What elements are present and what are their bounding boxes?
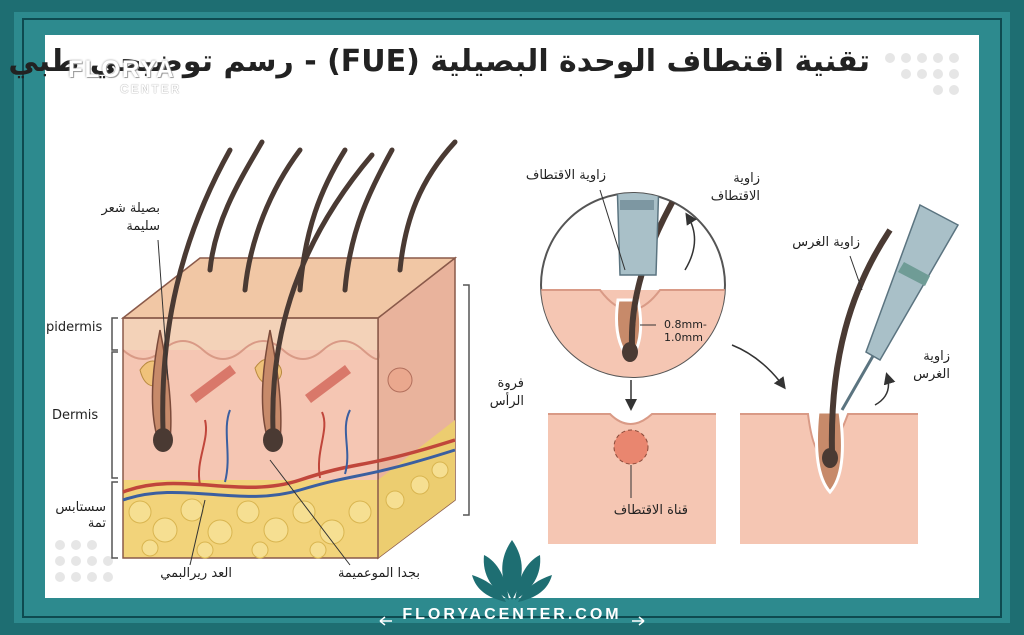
inner-frame-border	[22, 18, 1002, 618]
page-title: تقنية اقتطاف الوحدة البصيلية (FUE) - رسم…	[8, 44, 870, 79]
decorative-dots	[55, 53, 959, 582]
label-extraction-angle-left: زاوية الاقتطاف	[525, 168, 606, 183]
implant-panel	[740, 203, 960, 544]
label-dermis: Dermis	[52, 408, 99, 423]
brand-watermark-sub: CENTER	[120, 82, 182, 96]
label-implant-angle-side: زاوية الغرس	[913, 349, 950, 382]
label-subcutaneous: سستابس تمة	[55, 500, 106, 531]
label-healthy-follicle: بصيلة شعر سليمة	[101, 201, 160, 234]
skin-block	[111, 139, 470, 566]
footer-site-link[interactable]: FLORYACENTER.COM	[402, 606, 622, 623]
label-extraction-angle-right: زاوية الاقتطاف	[710, 171, 760, 204]
label-epidermis: pidermis	[46, 320, 103, 335]
label-blood-vessels: بجدا الموعميمة	[337, 566, 420, 581]
brand-watermark: FLORYA	[68, 56, 176, 83]
extraction-magnifier	[540, 189, 726, 378]
label-implant-angle-top: زاوية الغرس	[792, 235, 860, 250]
label-sebaceous: العد ريرالبمي	[160, 566, 232, 581]
lotus-icon	[472, 540, 552, 602]
label-scalp: فروة الرأس	[489, 376, 524, 409]
label-depth: 0.8mm- 1.0mm	[664, 318, 707, 344]
extraction-channel-panel	[548, 380, 716, 544]
label-extraction-channel: قناة الاقتطاف	[613, 503, 688, 518]
